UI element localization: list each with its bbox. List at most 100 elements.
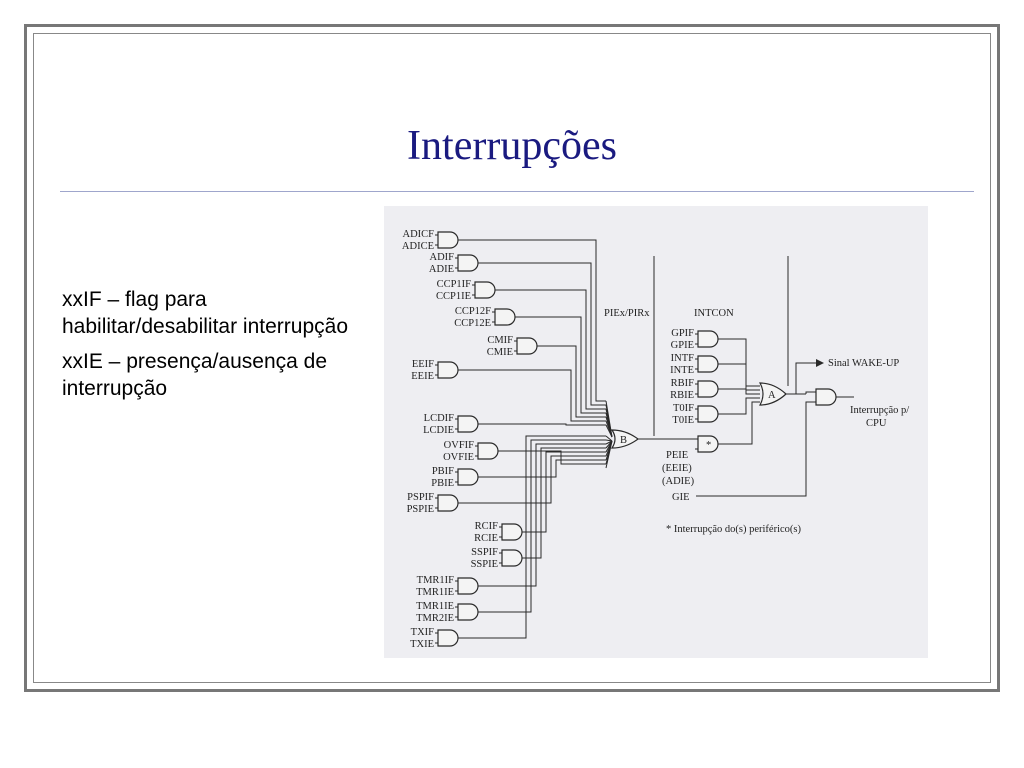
final-in-1 bbox=[805, 391, 816, 394]
gate-input-label: PSPIF bbox=[407, 492, 434, 503]
star-output bbox=[714, 401, 760, 445]
and-gate bbox=[457, 468, 479, 486]
bus-wire bbox=[478, 443, 606, 587]
gate-input-label: TMR1IF bbox=[417, 575, 455, 586]
gate-input-label: TXIF bbox=[411, 627, 434, 638]
gate-input-label: ADICF bbox=[402, 229, 434, 240]
and-gate bbox=[457, 415, 479, 433]
or-b-label: B bbox=[620, 435, 627, 446]
bus-wire bbox=[515, 316, 606, 414]
gate-input-label: OVFIF bbox=[444, 440, 475, 451]
final-and-gate bbox=[815, 388, 837, 406]
bus-converge bbox=[605, 424, 613, 438]
gate-input-label: CCP1IE bbox=[436, 291, 471, 302]
gate-input-label: ADIF bbox=[429, 252, 454, 263]
intcon-wire bbox=[718, 397, 760, 415]
bus-wire bbox=[537, 345, 606, 418]
gie-wire bbox=[696, 401, 816, 497]
and-gate bbox=[494, 308, 516, 326]
gate-input-label: RCIF bbox=[475, 521, 499, 532]
intcon-wire bbox=[718, 388, 760, 395]
intcon-and-gate bbox=[697, 330, 719, 348]
bus-wire bbox=[458, 239, 606, 402]
gate-input-label: LCDIF bbox=[424, 413, 454, 424]
and-gate bbox=[437, 494, 459, 512]
bus-wire bbox=[495, 289, 606, 410]
gate-input-label: EEIE bbox=[411, 371, 434, 382]
and-gate bbox=[501, 549, 523, 567]
bus-wire bbox=[478, 423, 606, 426]
gate-input-label: TMR2IE bbox=[416, 613, 454, 624]
intcon-input-label: INTF bbox=[671, 353, 694, 364]
wake-label: Sinal WAKE-UP bbox=[828, 358, 899, 369]
gate-input-label: TMR1IE bbox=[416, 601, 454, 612]
bus-wire bbox=[478, 262, 606, 406]
and-gate bbox=[437, 361, 459, 379]
gate-input-label: CCP1IF bbox=[437, 279, 472, 290]
output-label-2: CPU bbox=[866, 418, 887, 429]
gate-input-label: TXIE bbox=[410, 639, 434, 650]
gate-input-label: OVFIE bbox=[443, 452, 474, 463]
and-gate bbox=[437, 231, 459, 249]
intcon-input-label: RBIF bbox=[671, 378, 695, 389]
slide-inner-frame bbox=[33, 33, 991, 683]
bus-wire bbox=[478, 439, 606, 613]
gate-input-label: RCIE bbox=[474, 533, 498, 544]
bus-converge bbox=[605, 440, 613, 445]
bus-converge bbox=[605, 440, 613, 449]
wake-wire bbox=[795, 362, 816, 394]
or-gate-a bbox=[758, 382, 787, 406]
bus-converge bbox=[605, 435, 613, 442]
gate-input-label: PSPIE bbox=[407, 504, 434, 515]
pie-label: PIEx/PIRx bbox=[604, 308, 650, 319]
notes-text: xxIF – flag para habilitar/desabilitar i… bbox=[62, 286, 362, 410]
footnote-label: * Interrupção do(s) periférico(s) bbox=[666, 524, 801, 535]
or-a-label: A bbox=[768, 390, 776, 401]
output-label-1: Interrupção p/ bbox=[850, 405, 909, 416]
slide-title: Interrupções bbox=[407, 123, 617, 169]
intcon-input-label: T0IF bbox=[673, 403, 694, 414]
and-gate bbox=[474, 281, 496, 299]
intcon-input-label: INTE bbox=[670, 365, 694, 376]
and-gate bbox=[501, 523, 523, 541]
gate-input-label: ADIE bbox=[429, 264, 454, 275]
and-gate bbox=[457, 577, 479, 595]
gate-input-label: LCDIE bbox=[423, 425, 454, 436]
and-gate bbox=[516, 337, 538, 355]
gate-input-label: SSPIF bbox=[471, 547, 498, 558]
note-if: xxIF – flag para habilitar/desabilitar i… bbox=[62, 288, 348, 338]
slide-outer-frame bbox=[24, 24, 1000, 692]
bus-wire bbox=[498, 450, 606, 465]
gate-input-label: TMR1IE bbox=[416, 587, 454, 598]
and-gate bbox=[477, 442, 499, 460]
and-gate bbox=[437, 629, 459, 647]
gate-input-label: PBIF bbox=[432, 466, 454, 477]
note-ie: xxIE – presença/ausença de interrupção bbox=[62, 350, 328, 400]
bus-wire bbox=[458, 455, 606, 504]
bus-wire bbox=[478, 459, 606, 478]
title-divider bbox=[60, 191, 974, 192]
bus-wire bbox=[458, 369, 606, 422]
peie-label: PEIE bbox=[666, 450, 688, 461]
and-gate bbox=[457, 603, 479, 621]
intcon-input-label: T0IE bbox=[672, 415, 694, 426]
gate-input-label: CCP12F bbox=[455, 306, 491, 317]
intcon-and-gate bbox=[697, 380, 719, 398]
gate-input-label: CCP12E bbox=[454, 318, 491, 329]
star-and-gate bbox=[697, 435, 719, 453]
intcon-input-label: GPIE bbox=[671, 340, 694, 351]
bus-wire bbox=[522, 451, 606, 533]
intcon-wire bbox=[718, 338, 760, 387]
gate-input-label: EEIF bbox=[412, 359, 434, 370]
star-label: * bbox=[706, 440, 711, 451]
and-gate bbox=[457, 254, 479, 272]
eeie-label: (EEIE) bbox=[662, 463, 692, 474]
gate-input-label: ADICE bbox=[402, 241, 434, 252]
wake-arrow bbox=[816, 359, 824, 367]
intcon-input-label: RBIE bbox=[670, 390, 694, 401]
gate-input-label: CMIF bbox=[487, 335, 513, 346]
bus-converge bbox=[605, 439, 613, 442]
bus-wire bbox=[458, 435, 606, 639]
